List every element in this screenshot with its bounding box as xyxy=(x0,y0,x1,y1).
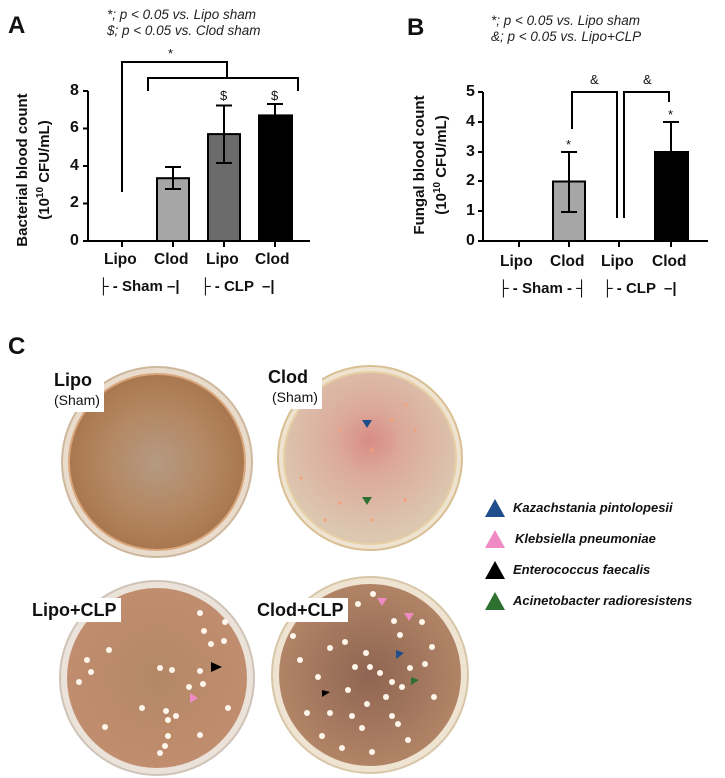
marker-acinetobacter xyxy=(411,677,419,685)
panel-b-note-1: *; p < 0.05 vs. Lipo sham xyxy=(491,13,640,28)
marker-klebsiella-2 xyxy=(404,613,414,621)
triangle-icon xyxy=(485,591,505,610)
panel-b-ytick-3: 3 xyxy=(466,143,475,160)
panel-b-ytick-0: 0 xyxy=(466,232,475,249)
panel-b-cat-2: Clod xyxy=(550,253,585,270)
panel-c-letter: C xyxy=(8,333,26,360)
panel-b-chart xyxy=(478,91,708,247)
plate-subtitle: (Sham) xyxy=(54,392,100,408)
plate-lipo-sham xyxy=(61,366,253,558)
panel-b-ytick-5: 5 xyxy=(466,83,475,100)
panel-b-letter: B xyxy=(407,14,425,41)
bar-a-clod-clp xyxy=(258,114,293,242)
panel-a-cat-4: Clod xyxy=(255,251,290,268)
plate-clod-sham xyxy=(277,365,463,551)
panel-a-note-1: *; p < 0.05 vs. Lipo sham xyxy=(107,7,256,22)
culture-plates xyxy=(59,365,469,776)
panel-b-ytick-1: 1 xyxy=(466,202,475,219)
panel-b-cat-3: Lipo xyxy=(601,253,634,270)
bar-a-clod-sham xyxy=(156,177,190,242)
marker-klebsiella-1 xyxy=(377,598,387,606)
plate-title: Clod xyxy=(268,367,308,387)
panel-a-ytick-2: 2 xyxy=(70,194,79,211)
legend-item-acinetobacter: Acinetobacter radioresistens xyxy=(485,585,692,616)
panel-a-cat-3: Lipo xyxy=(206,251,239,268)
panel-a-sig-star: * xyxy=(168,46,174,61)
plate-label-clod-sham: Clod (Sham) xyxy=(264,365,322,409)
panel-a-group-sham: ├ - Sham –| xyxy=(98,278,180,295)
panel-a-ytick-0: 0 xyxy=(70,232,79,249)
marker-enterococcus xyxy=(322,690,330,697)
species-legend: Kazachstania pintolopesii Klebsiella pne… xyxy=(485,492,692,616)
marker-acinetobacter xyxy=(362,497,372,505)
triangle-icon xyxy=(485,560,505,579)
panel-b-ytick-2: 2 xyxy=(466,172,475,189)
plate-title: Lipo xyxy=(54,370,92,390)
panel-a-ytick-4: 4 xyxy=(70,157,79,174)
plate-clod-clp xyxy=(271,576,469,774)
panel-a-ytick-8: 8 xyxy=(70,82,79,99)
plate-title: Lipo+CLP xyxy=(32,600,117,620)
marker-kazachstania xyxy=(396,650,404,659)
triangle-icon xyxy=(485,498,505,517)
plate-subtitle: (Sham) xyxy=(272,389,318,405)
panel-a-cat-2: Clod xyxy=(154,251,189,268)
panel-a-sig-dollar-2: $ xyxy=(271,88,279,103)
marker-enterococcus xyxy=(211,662,222,672)
legend-item-enterococcus: Enterococcus faecalis xyxy=(485,554,692,585)
panel-a-group-clp: ├ - CLP –| xyxy=(200,278,275,295)
plate-title: Clod+CLP xyxy=(257,600,344,620)
panel-b-sig-star-1: * xyxy=(566,137,572,152)
panel-a-note-2: $; p < 0.05 vs. Clod sham xyxy=(107,23,261,38)
legend-label: Klebsiella pneumoniae xyxy=(515,531,656,546)
panel-a-letter: A xyxy=(8,12,26,39)
bar-b-clod-clp xyxy=(654,151,689,242)
panel-b-cat-4: Clod xyxy=(652,253,687,270)
plate-label-clod-clp: Clod+CLP xyxy=(253,598,348,622)
legend-item-klebsiella: Klebsiella pneumoniae xyxy=(485,523,692,554)
plate-label-lipo-clp: Lipo+CLP xyxy=(28,598,121,622)
legend-item-kazachstania: Kazachstania pintolopesii xyxy=(485,492,692,523)
panel-b-note-2: &; p < 0.05 vs. Lipo+CLP xyxy=(491,29,642,44)
panel-a-ytick-6: 6 xyxy=(70,119,79,136)
panel-a-chart xyxy=(83,61,310,247)
panel-b-ytick-4: 4 xyxy=(466,113,475,130)
plate-lipo-clp xyxy=(59,580,255,776)
marker-klebsiella xyxy=(190,693,198,703)
panel-b-cat-1: Lipo xyxy=(500,253,533,270)
panel-b-group-sham: ├ - Sham - ┤ xyxy=(498,280,587,297)
legend-label: Kazachstania pintolopesii xyxy=(513,500,673,515)
legend-label: Enterococcus faecalis xyxy=(513,562,651,577)
legend-label: Acinetobacter radioresistens xyxy=(513,593,693,608)
panel-b-sig-amp-2: & xyxy=(643,72,652,87)
panel-b-sig-star-2: * xyxy=(668,107,674,122)
panel-a-cat-1: Lipo xyxy=(104,251,137,268)
panel-b-sig-amp-1: & xyxy=(590,72,599,87)
panel-b-group-clp: ├ - CLP –| xyxy=(602,280,677,297)
panel-a-sig-dollar-1: $ xyxy=(220,88,228,103)
triangle-icon xyxy=(485,529,505,548)
marker-kazachstania xyxy=(362,420,372,428)
plate-label-lipo-sham: Lipo (Sham) xyxy=(50,368,104,412)
